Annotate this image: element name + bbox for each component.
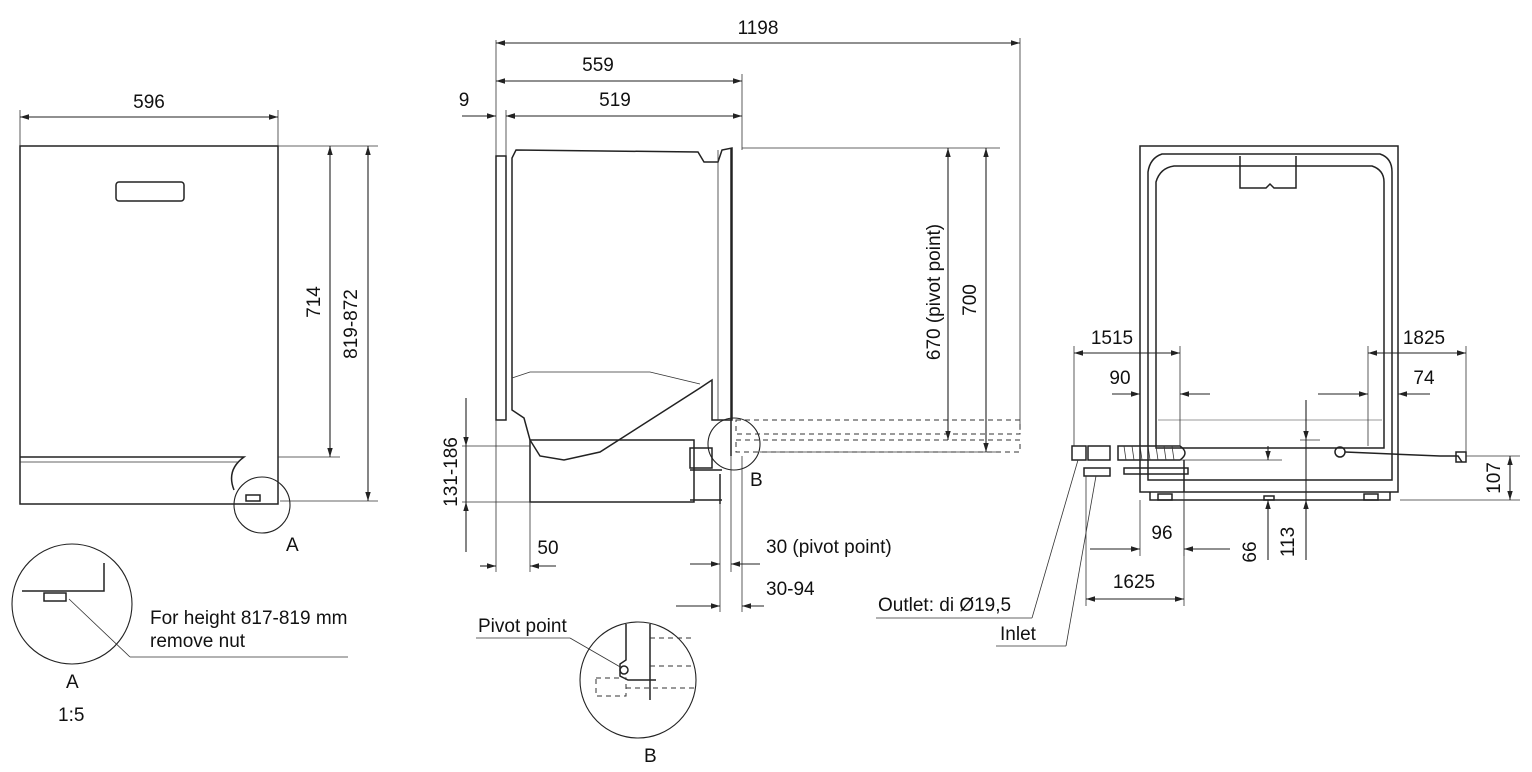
dim-gap-9: 9 bbox=[459, 90, 470, 111]
dim-height-700: 700 bbox=[960, 284, 981, 316]
detail-b-label: B bbox=[644, 746, 657, 767]
outlet-connector bbox=[1071, 445, 1087, 461]
dim-depth-1198: 1198 bbox=[738, 18, 779, 39]
dim-113: 113 bbox=[1278, 527, 1299, 557]
dim-depth-519: 519 bbox=[599, 90, 631, 111]
detail-a-nut bbox=[43, 592, 67, 602]
detail-b-dash-rect bbox=[595, 677, 627, 697]
rear-view: 1515 1825 90 74 107 96 66 11 bbox=[876, 145, 1520, 647]
dim-door-offset-30-94: 30-94 bbox=[766, 579, 815, 600]
side-view: B 1198 559 519 9 670 (pivot point) 700 1… bbox=[441, 18, 1021, 612]
outlet-fitting bbox=[1087, 445, 1111, 461]
dim-plinth-offset-50: 50 bbox=[537, 538, 558, 559]
front-detail-marker-a: A bbox=[286, 535, 299, 556]
inlet-label: Inlet bbox=[1000, 624, 1037, 645]
rear-foot-right bbox=[1363, 493, 1379, 501]
dim-1515: 1515 bbox=[1091, 328, 1133, 349]
rear-power-cable bbox=[1344, 451, 1463, 463]
open-door-dashed-upper bbox=[735, 419, 1021, 435]
detail-b: Pivot point B bbox=[476, 616, 697, 767]
outlet-leader bbox=[1031, 459, 1079, 619]
rear-inner-frame bbox=[1147, 153, 1393, 481]
detail-b-circle-marker bbox=[707, 417, 761, 471]
dim-1825: 1825 bbox=[1403, 328, 1445, 349]
front-panel-outline bbox=[19, 145, 279, 505]
outlet-label: Outlet: di Ø19,5 bbox=[878, 595, 1011, 616]
dim-66: 66 bbox=[1240, 541, 1261, 562]
dim-90: 90 bbox=[1109, 368, 1130, 389]
detail-a-note-line2: remove nut bbox=[150, 631, 246, 652]
detail-a-door-edge bbox=[22, 563, 105, 592]
front-handle bbox=[115, 181, 185, 202]
side-tub-outline bbox=[511, 147, 733, 461]
detail-b-pivot-pin bbox=[619, 665, 629, 675]
detail-a-circle bbox=[11, 543, 133, 665]
side-door-panel bbox=[495, 155, 507, 421]
outlet-hose-ribs bbox=[1123, 445, 1175, 461]
front-foot bbox=[245, 494, 261, 502]
detail-b-circle bbox=[579, 621, 697, 739]
detail-a: For height 817-819 mm remove nut A 1:5 bbox=[11, 543, 348, 726]
side-detail-marker-b: B bbox=[750, 470, 763, 491]
inlet-connector bbox=[1083, 467, 1111, 477]
detail-a-circle-marker bbox=[233, 476, 291, 534]
detail-a-leader bbox=[68, 598, 131, 658]
dim-1625: 1625 bbox=[1113, 572, 1155, 593]
rear-tub-outline bbox=[1155, 165, 1385, 449]
rear-power-plug bbox=[1455, 451, 1467, 463]
front-view: A 596 714 819-872 bbox=[19, 92, 378, 556]
rear-frame-outline bbox=[1139, 145, 1399, 493]
detail-b-title: Pivot point bbox=[478, 616, 567, 637]
detail-a-scale: 1:5 bbox=[58, 705, 84, 726]
detail-a-note-line1: For height 817-819 mm bbox=[150, 608, 348, 629]
dim-height-819-872: 819-872 bbox=[341, 289, 362, 359]
dim-height-670-pivot: 670 (pivot point) bbox=[924, 224, 945, 360]
rear-top-bracket bbox=[1239, 156, 1297, 189]
dim-width-596: 596 bbox=[133, 92, 165, 113]
open-door-dashed-lower bbox=[735, 439, 1021, 453]
inlet-leader bbox=[1065, 475, 1097, 647]
rear-foot-mid bbox=[1263, 495, 1275, 501]
dim-107: 107 bbox=[1484, 462, 1505, 494]
dim-96: 96 bbox=[1151, 523, 1172, 544]
dim-plinth-131-186: 131-186 bbox=[441, 437, 462, 507]
dim-74: 74 bbox=[1413, 368, 1435, 389]
dim-pivot-offset-30: 30 (pivot point) bbox=[766, 537, 892, 558]
inlet-hose bbox=[1123, 467, 1189, 475]
front-plinth-line bbox=[20, 456, 247, 491]
rear-foot-left bbox=[1157, 493, 1173, 501]
dim-depth-559: 559 bbox=[582, 55, 614, 76]
detail-b-leader bbox=[569, 637, 623, 669]
dim-height-714: 714 bbox=[304, 286, 325, 318]
side-tub-inner-line bbox=[511, 371, 701, 385]
detail-a-label: A bbox=[66, 672, 79, 693]
side-base bbox=[529, 439, 695, 503]
